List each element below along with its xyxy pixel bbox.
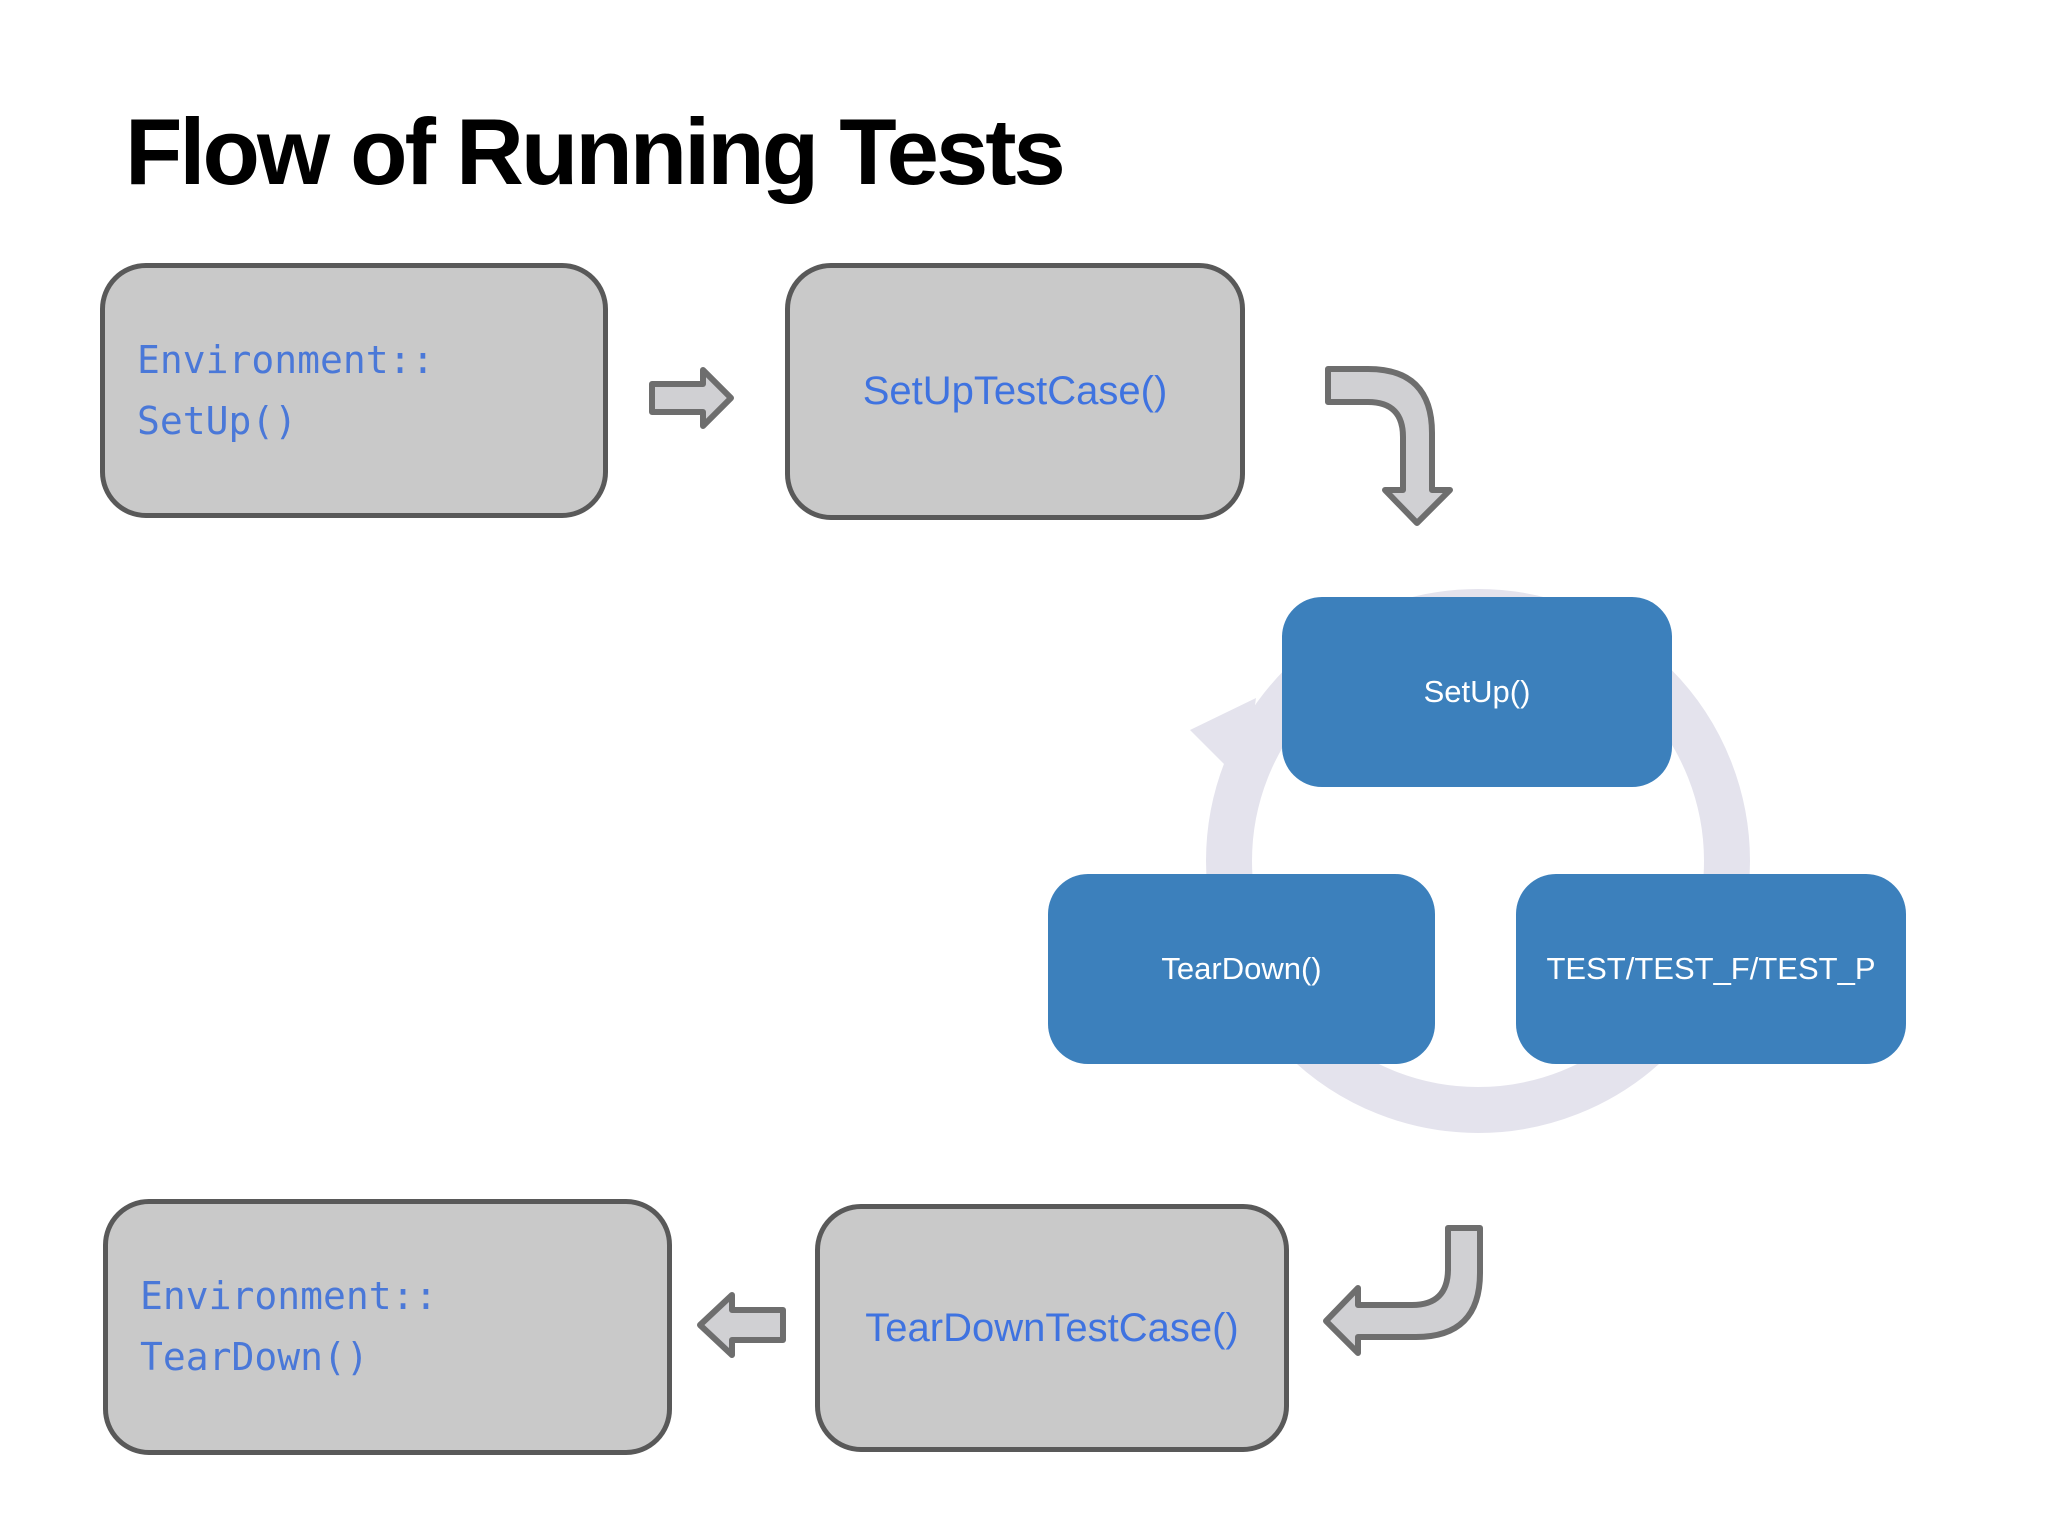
- code-line: TearDown(): [140, 1335, 369, 1379]
- elbow-arrow-left-icon: [1323, 1225, 1483, 1356]
- node-label: SetUpTestCase(): [862, 369, 1168, 413]
- node-label: TearDownTestCase(): [865, 1305, 1239, 1350]
- node-teardown: TearDown(): [1048, 874, 1435, 1064]
- node-teardown-test-case: TearDownTestCase(): [815, 1204, 1289, 1452]
- code-line: Environment::: [137, 337, 435, 382]
- node-label: TearDown(): [1161, 951, 1322, 986]
- node-setup-test-case: SetUpTestCase(): [785, 263, 1245, 520]
- node-environment-setup: Environment:: SetUp(): [100, 263, 608, 518]
- block-arrow-left-icon: [697, 1292, 786, 1358]
- page-title: Flow of Running Tests: [125, 99, 1066, 204]
- node-environment-teardown: Environment:: TearDown(): [103, 1199, 672, 1455]
- node-label: SetUp(): [1423, 674, 1531, 709]
- node-test: TEST/TEST_F/TEST_P: [1516, 874, 1906, 1064]
- code-line: SetUp(): [137, 398, 298, 443]
- cycle-arrowhead-icon: [1190, 698, 1256, 784]
- code-line: Environment::: [140, 1274, 438, 1318]
- block-arrow-right-icon: [649, 367, 734, 429]
- node-setup: SetUp(): [1282, 597, 1672, 787]
- elbow-arrow-down-icon: [1325, 366, 1453, 526]
- node-label: TEST/TEST_F/TEST_P: [1546, 951, 1876, 986]
